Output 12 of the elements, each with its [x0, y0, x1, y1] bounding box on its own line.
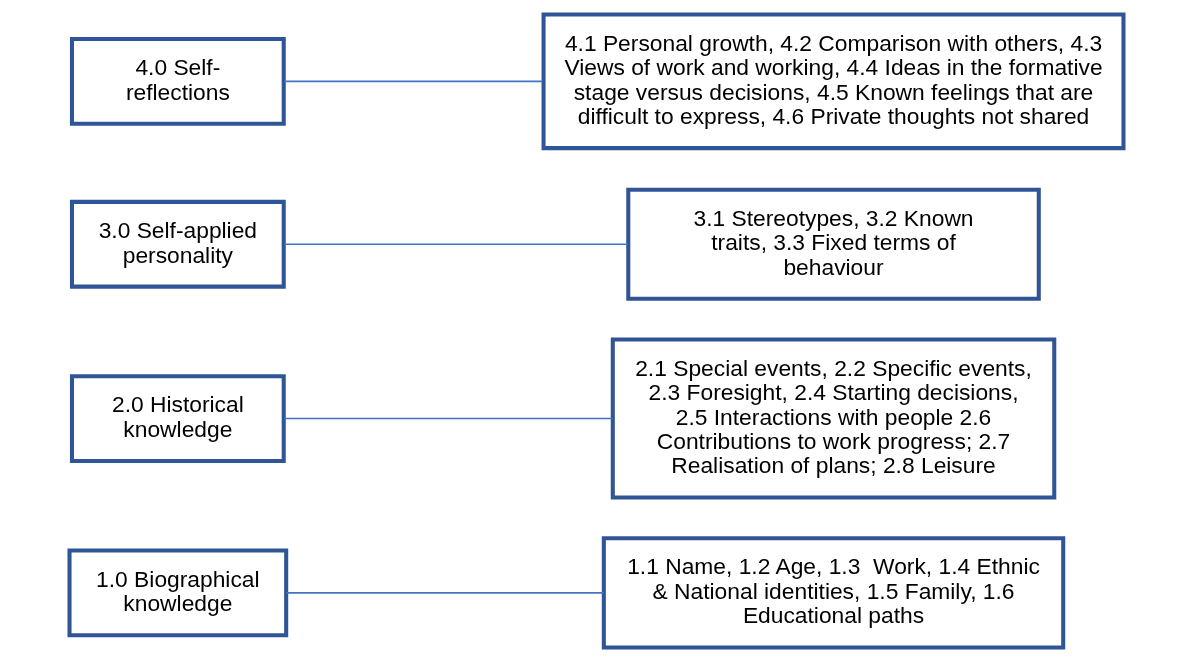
connector: [283, 80, 544, 83]
node-box: 3.0 Self-applied personality: [69, 199, 286, 289]
node-box: 3.1 Stereotypes, 3.2 Known traits, 3.3 Fixed terms of behaviour: [625, 187, 1041, 301]
node-box: 2.0 Historical knowledge: [69, 374, 286, 463]
node-box: 1.0 Biographical knowledge: [67, 548, 288, 638]
node-box: 4.0 Self-reflections: [69, 36, 286, 126]
node-box: 2.1 Special events, 2.2 Specific events, 2.3 Foresight, 2.4 Starting decisions, 2.5 Interactions with people 2.6 Contributions to work progress; 2.7 Realisation of plans; 2.8 Leisure: [610, 337, 1056, 500]
connector: [283, 417, 613, 420]
connector: [283, 243, 629, 246]
node-box: 1.1 Name, 1.2 Age, 1.3 Work, 1.4 Ethnic & National identities, 1.5 Family, 1.6 Educational paths: [601, 536, 1065, 650]
node-box: 4.1 Personal growth, 4.2 Comparison with others, 4.3 Views of work and working, 4.4 Ideas in the formative stage versus decisions, 4.5 Known feelings that are difficult to express, 4.6 Private thoughts not shared: [541, 12, 1125, 151]
connector: [285, 592, 605, 594]
